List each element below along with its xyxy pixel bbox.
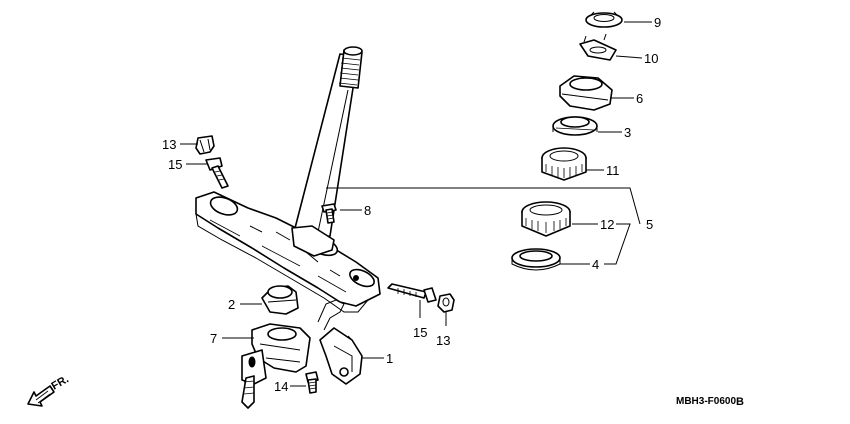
screw-14 [305, 371, 319, 394]
callout-5: 5 [646, 217, 653, 232]
diagram-code-block: MBH3-F0600 B [676, 396, 744, 408]
callout-9: 9 [654, 15, 661, 30]
bushing-2 [261, 285, 299, 315]
callout-labels: 9 10 6 3 11 12 5 4 13 15 8 2 7 1 14 15 1… [162, 15, 661, 394]
steering-lock-7 [241, 323, 311, 409]
callout-12: 12 [600, 217, 614, 232]
callout-3: 3 [624, 125, 631, 140]
front-label: FR. [50, 373, 71, 392]
callout-2: 2 [228, 297, 235, 312]
bolt-13-upper [195, 135, 215, 155]
leader-lines [180, 21, 652, 387]
callout-13-upper: 13 [162, 137, 176, 152]
callout-15-left: 15 [168, 157, 182, 172]
diagram-code: MBH3-F0600 [676, 396, 736, 407]
lock-washer-10 [579, 33, 617, 61]
bolt-8 [321, 203, 337, 224]
upper-bearing-11 [541, 147, 587, 181]
callout-7: 7 [210, 331, 217, 346]
callout-15-right: 15 [413, 325, 427, 340]
lower-bearing-12 [521, 201, 571, 237]
callout-4: 4 [592, 257, 599, 272]
callout-14: 14 [274, 379, 288, 394]
dust-seal-3 [552, 116, 598, 136]
bolt-15-right [387, 283, 437, 303]
steering-stem-shaft [291, 46, 363, 257]
callout-6: 6 [636, 91, 643, 106]
diagram-code-suffix: B [736, 396, 744, 408]
lower-race-4 [511, 248, 561, 271]
callout-13-right: 13 [436, 333, 450, 348]
callout-10: 10 [644, 51, 658, 66]
lock-bracket-1 [319, 327, 363, 385]
adjustment-nut-6 [559, 75, 613, 111]
nut-13-right [437, 293, 455, 313]
bolt-15-left [205, 157, 229, 189]
top-nut-9 [585, 11, 623, 28]
callout-11: 11 [606, 163, 620, 178]
callout-8: 8 [364, 203, 371, 218]
front-direction-indicator: FR. [27, 373, 71, 407]
wire-guide [317, 299, 345, 331]
callout-1: 1 [386, 351, 393, 366]
